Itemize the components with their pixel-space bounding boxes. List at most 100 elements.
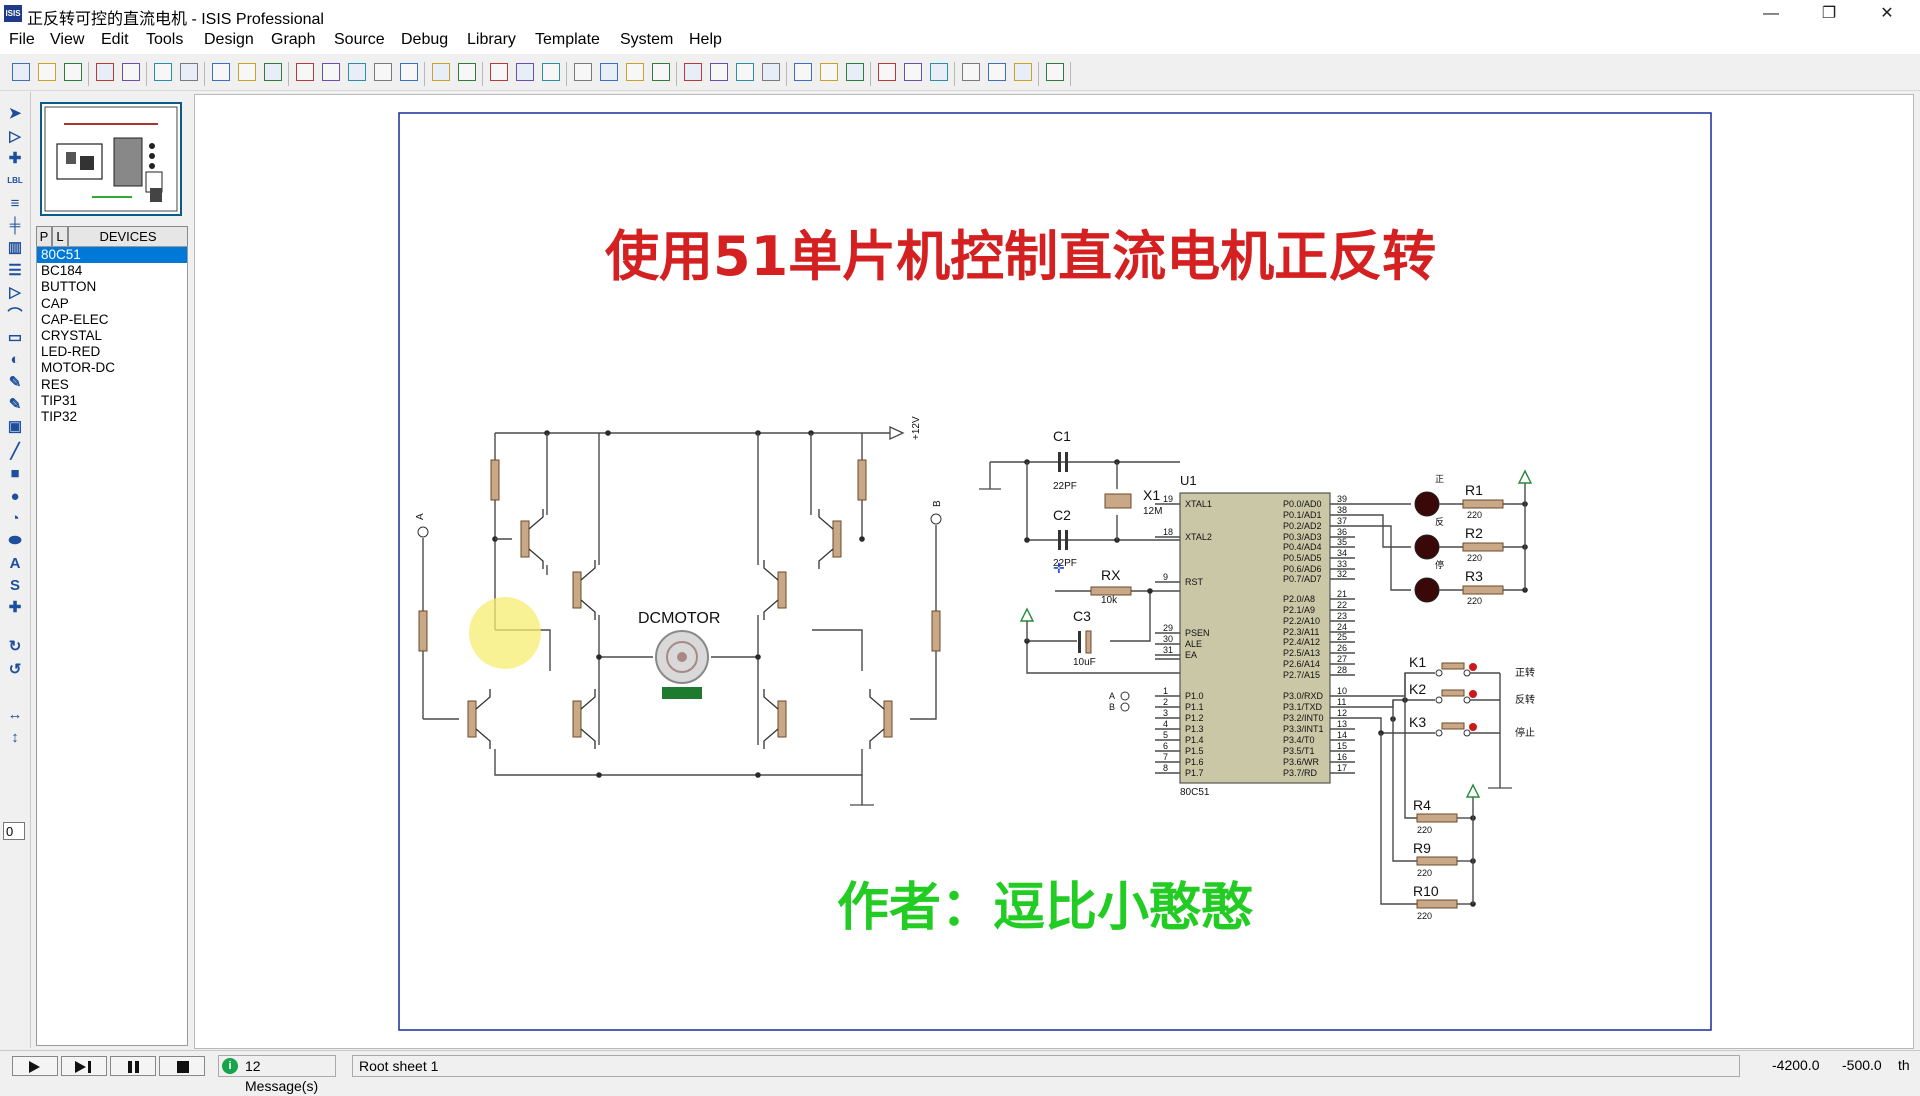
- play-button[interactable]: [12, 1056, 58, 1076]
- menu-design[interactable]: Design: [204, 31, 254, 48]
- property-tool-icon[interactable]: [846, 63, 864, 81]
- wire-autorouter-icon[interactable]: [794, 63, 812, 81]
- paste-icon[interactable]: [542, 63, 560, 81]
- device-list-item[interactable]: LED-RED: [41, 344, 101, 360]
- rotation-input[interactable]: [3, 822, 25, 840]
- device-list-item[interactable]: BUTTON: [41, 279, 97, 295]
- print-area-icon[interactable]: [180, 63, 198, 81]
- step-button[interactable]: [61, 1056, 107, 1076]
- stop-button[interactable]: [159, 1056, 205, 1076]
- device-pin-icon[interactable]: ▷: [9, 284, 21, 301]
- redo-icon[interactable]: [458, 63, 476, 81]
- menu-file[interactable]: File: [9, 31, 35, 48]
- device-list-item[interactable]: TIP32: [41, 408, 78, 424]
- exit-to-parent-icon[interactable]: [930, 63, 948, 81]
- new-sheet-icon[interactable]: [878, 63, 896, 81]
- copy-icon[interactable]: [516, 63, 534, 81]
- origin-icon[interactable]: [264, 63, 282, 81]
- netlist-icon[interactable]: [962, 63, 980, 81]
- symbol-2d-icon[interactable]: S: [9, 577, 20, 594]
- block-rotate-icon[interactable]: [626, 63, 644, 81]
- tape-recorder-icon[interactable]: ▭: [7, 329, 23, 346]
- graph-icon[interactable]: ⌒: [7, 307, 23, 324]
- terminals-icon[interactable]: ☰: [8, 262, 22, 279]
- virtual-instrument-icon[interactable]: ▣: [7, 418, 23, 435]
- device-list-item[interactable]: 80C51: [37, 247, 187, 264]
- menu-edit[interactable]: Edit: [101, 31, 129, 48]
- menu-tools[interactable]: Tools: [146, 31, 184, 48]
- mirror-y-icon[interactable]: ↕: [11, 729, 19, 746]
- pause-button[interactable]: [110, 1056, 156, 1076]
- zoom-all-icon[interactable]: [374, 63, 392, 81]
- subcircuit-icon[interactable]: ▥: [7, 239, 23, 256]
- decompose-icon[interactable]: [762, 63, 780, 81]
- schematic-canvas[interactable]: 使用51单片机控制直流电机正反转作者：逗比小憨憨+12VDCMOTORABC12…: [195, 95, 1913, 1048]
- menu-system[interactable]: System: [620, 31, 674, 48]
- bus-icon[interactable]: ╪: [9, 217, 21, 234]
- menu-graph[interactable]: Graph: [271, 31, 316, 48]
- open-icon[interactable]: [38, 63, 56, 81]
- bom-icon[interactable]: [988, 63, 1006, 81]
- device-list-item[interactable]: TIP31: [41, 392, 78, 408]
- component-mode-icon[interactable]: ▷: [9, 128, 21, 145]
- generator-icon[interactable]: ◐: [10, 351, 20, 368]
- overview-window[interactable]: [40, 102, 182, 216]
- menu-debug[interactable]: Debug: [401, 31, 449, 48]
- menu-help[interactable]: Help: [689, 31, 722, 48]
- minimize-icon[interactable]: —: [1763, 5, 1779, 22]
- import-icon[interactable]: [96, 63, 114, 81]
- line-2d-icon[interactable]: ╱: [10, 443, 20, 460]
- zoom-area-icon[interactable]: [400, 63, 418, 81]
- menu-library[interactable]: Library: [467, 31, 516, 48]
- new-icon[interactable]: [12, 63, 30, 81]
- pick-devices-tab[interactable]: P: [36, 226, 52, 247]
- voltage-probe-icon[interactable]: ✎: [8, 374, 22, 391]
- print-icon[interactable]: [154, 63, 172, 81]
- block-delete-icon[interactable]: [652, 63, 670, 81]
- device-list-item[interactable]: MOTOR-DC: [41, 360, 115, 376]
- device-list-item[interactable]: CAP: [41, 295, 69, 311]
- marker-2d-icon[interactable]: ✚: [8, 599, 22, 616]
- save-icon[interactable]: [64, 63, 82, 81]
- undo-icon[interactable]: [432, 63, 450, 81]
- grid-icon[interactable]: [238, 63, 256, 81]
- pan-icon[interactable]: [296, 63, 314, 81]
- mirror-x-icon[interactable]: ↔: [7, 706, 23, 723]
- device-list-item[interactable]: CAP-ELEC: [41, 311, 109, 327]
- device-list-item[interactable]: RES: [41, 376, 69, 392]
- zoom-in-icon[interactable]: [322, 63, 340, 81]
- path-2d-icon[interactable]: ⬬: [8, 532, 22, 549]
- refresh-icon[interactable]: [212, 63, 230, 81]
- rotate-ccw-icon[interactable]: ↺: [8, 661, 22, 678]
- box-2d-icon[interactable]: ■: [10, 465, 20, 482]
- restore-icon[interactable]: ❐: [1821, 5, 1837, 22]
- zoom-out-icon[interactable]: [348, 63, 366, 81]
- circle-2d-icon[interactable]: ●: [10, 488, 20, 505]
- text-script-icon[interactable]: ≡: [10, 195, 20, 212]
- message-indicator[interactable]: i 12 Message(s): [218, 1055, 336, 1094]
- rotate-cw-icon[interactable]: ↻: [8, 638, 22, 655]
- ares-icon[interactable]: [1046, 63, 1064, 81]
- library-manager-tab[interactable]: L: [52, 226, 68, 247]
- packaging-icon[interactable]: [736, 63, 754, 81]
- erc-icon[interactable]: [1014, 63, 1032, 81]
- pick-device-icon[interactable]: [684, 63, 702, 81]
- remove-sheet-icon[interactable]: [904, 63, 922, 81]
- device-list-item[interactable]: CRYSTAL: [41, 327, 103, 343]
- text-2d-icon[interactable]: A: [9, 555, 21, 572]
- cut-icon[interactable]: [490, 63, 508, 81]
- search-tag-icon[interactable]: [820, 63, 838, 81]
- arc-2d-icon[interactable]: ◔: [10, 510, 20, 527]
- current-probe-icon[interactable]: ✎: [8, 396, 22, 413]
- close-icon[interactable]: ✕: [1880, 5, 1894, 22]
- device-list-item[interactable]: BC184: [41, 263, 83, 279]
- selection-mode-icon[interactable]: ➤: [8, 105, 22, 122]
- junction-dot-icon[interactable]: ✚: [8, 150, 22, 167]
- make-device-icon[interactable]: [710, 63, 728, 81]
- wire-label-icon[interactable]: LBL: [7, 176, 23, 185]
- menu-view[interactable]: View: [50, 31, 85, 48]
- export-icon[interactable]: [122, 63, 140, 81]
- menu-template[interactable]: Template: [535, 31, 600, 48]
- menu-source[interactable]: Source: [334, 31, 385, 48]
